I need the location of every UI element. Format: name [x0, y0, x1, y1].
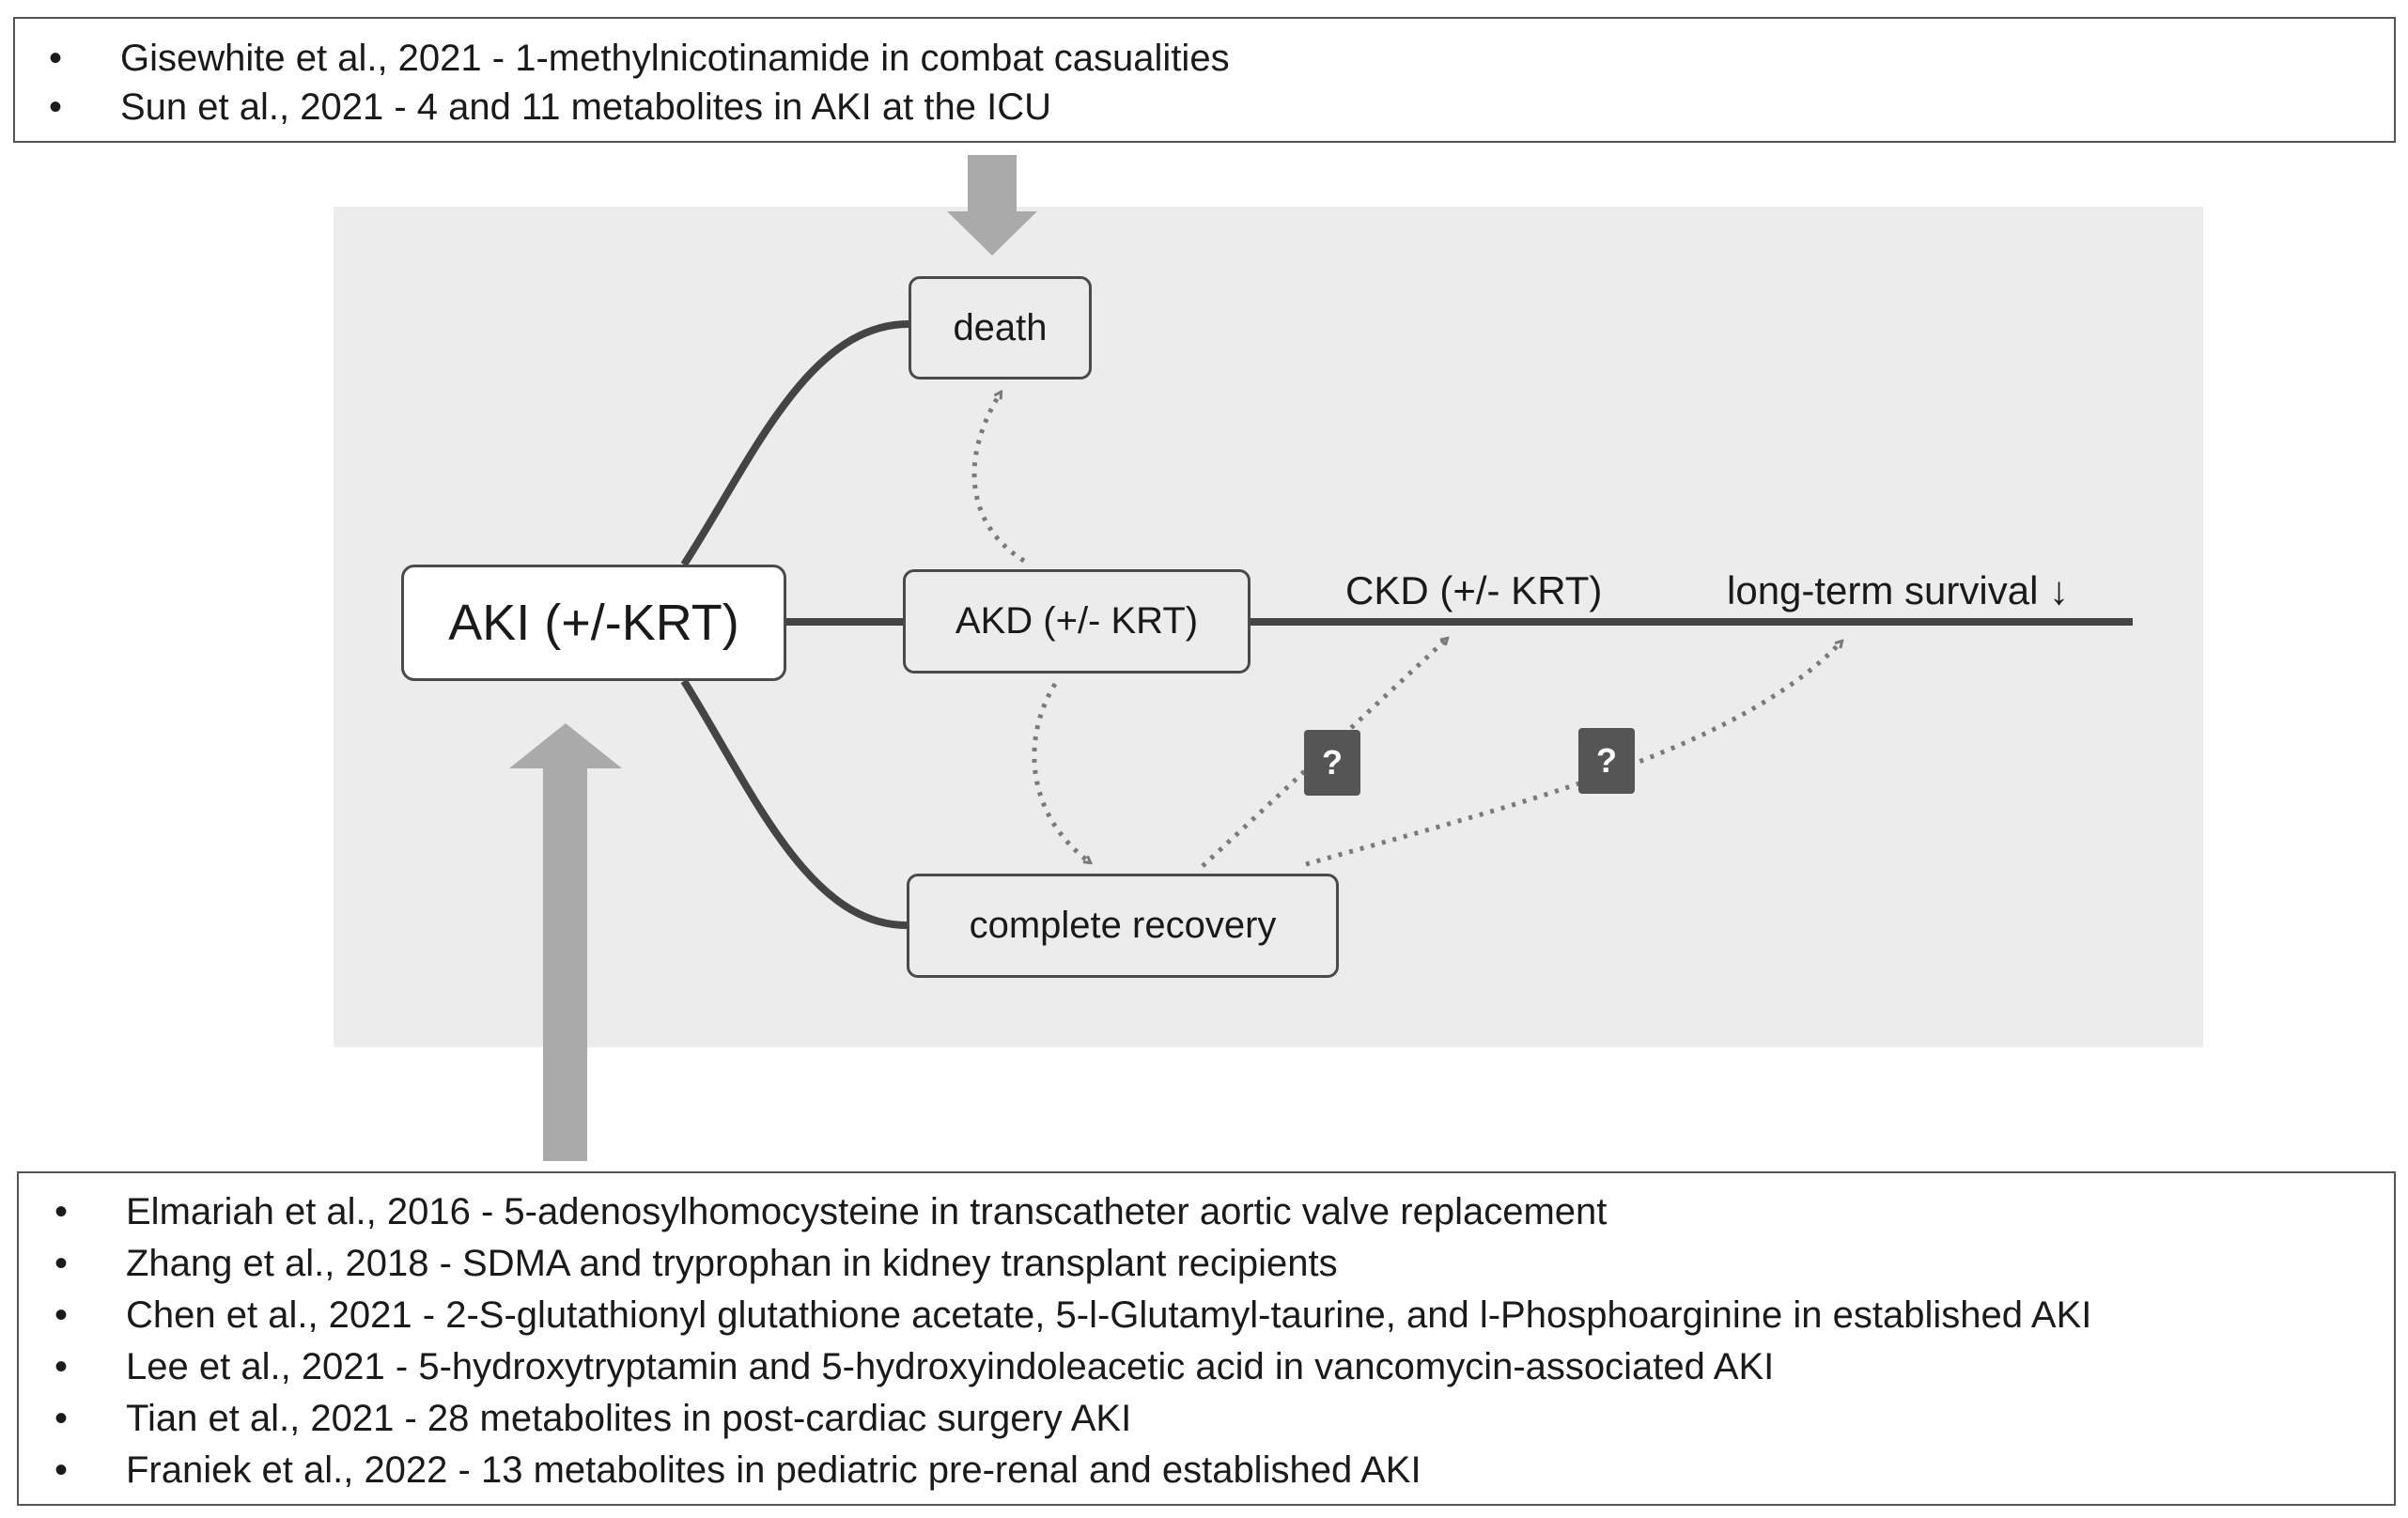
bullet-icon: •: [54, 1294, 69, 1336]
bullet-icon: •: [49, 86, 63, 128]
dotted-arrow-akd-to-recovery: [1032, 682, 1090, 862]
survival-label: long-term survival ↓: [1727, 568, 2070, 612]
reference-item: • Chen et al., 2021 - 2-S-glutathionyl g…: [54, 1290, 2394, 1341]
bullet-icon: •: [54, 1243, 69, 1284]
top-references-list: • Gisewhite et al., 2021 - 1-methylnicot…: [49, 34, 2394, 132]
reference-text: Sun et al., 2021 - 4 and 11 metabolites …: [120, 86, 1051, 128]
branch-to-recovery: [680, 678, 908, 929]
ckd-label: CKD (+/- KRT): [1345, 568, 1603, 612]
question-badge: ?: [1304, 730, 1360, 796]
question-badge: ?: [1578, 728, 1635, 794]
bullet-icon: •: [49, 38, 63, 79]
akd-node: AKD (+/- KRT): [903, 569, 1251, 674]
death-node: death: [909, 276, 1092, 380]
recovery-node-label: complete recovery: [969, 905, 1277, 946]
bullet-icon: •: [54, 1191, 69, 1232]
reference-item: • Gisewhite et al., 2021 - 1-methylnicot…: [49, 34, 2394, 83]
recovery-node: complete recovery: [907, 874, 1339, 978]
bullet-icon: •: [54, 1449, 69, 1491]
reference-item: • Zhang et al., 2018 - SDMA and tryproph…: [54, 1238, 2394, 1290]
branch-to-death: [680, 320, 909, 567]
bottom-references-list: • Elmariah et al., 2016 - 5-adenosylhomo…: [54, 1186, 2394, 1496]
bullet-icon: •: [54, 1346, 69, 1387]
reference-text: Zhang et al., 2018 - SDMA and tryprophan…: [126, 1243, 1338, 1284]
reference-item: • Tian et al., 2021 - 28 metabolites in …: [54, 1393, 2394, 1445]
top-references-box: • Gisewhite et al., 2021 - 1-methylnicot…: [13, 17, 2396, 143]
reference-text: Lee et al., 2021 - 5-hydroxytryptamin an…: [126, 1346, 1775, 1387]
dotted-arrow-akd-to-death: [971, 393, 1026, 564]
reference-item: • Elmariah et al., 2016 - 5-adenosylhomo…: [54, 1186, 2394, 1238]
reference-text: Franiek et al., 2022 - 13 metabolites in…: [126, 1449, 1421, 1491]
akd-node-label: AKD (+/- KRT): [955, 600, 1199, 642]
reference-text: Gisewhite et al., 2021 - 1-methylnicotin…: [120, 38, 1230, 79]
aki-node: AKI (+/-KRT): [401, 565, 786, 681]
reference-text: Tian et al., 2021 - 28 metabolites in po…: [126, 1398, 1132, 1439]
reference-text: Elmariah et al., 2016 - 5-adenosylhomocy…: [126, 1191, 1608, 1232]
aki-node-label: AKI (+/-KRT): [448, 595, 739, 651]
reference-item: • Sun et al., 2021 - 4 and 11 metabolite…: [49, 83, 2394, 132]
reference-text: Chen et al., 2021 - 2-S-glutathionyl glu…: [126, 1294, 2092, 1336]
reference-item: • Franiek et al., 2022 - 13 metabolites …: [54, 1445, 2394, 1496]
bottom-references-box: • Elmariah et al., 2016 - 5-adenosylhomo…: [17, 1171, 2396, 1506]
reference-item: • Lee et al., 2021 - 5-hydroxytryptamin …: [54, 1341, 2394, 1393]
dotted-arrow-recovery-to-survival: [1305, 642, 1841, 867]
big-arrow-up: [509, 723, 622, 1161]
bullet-icon: •: [54, 1398, 69, 1439]
death-node-label: death: [953, 306, 1048, 349]
big-arrow-down: [947, 155, 1037, 256]
